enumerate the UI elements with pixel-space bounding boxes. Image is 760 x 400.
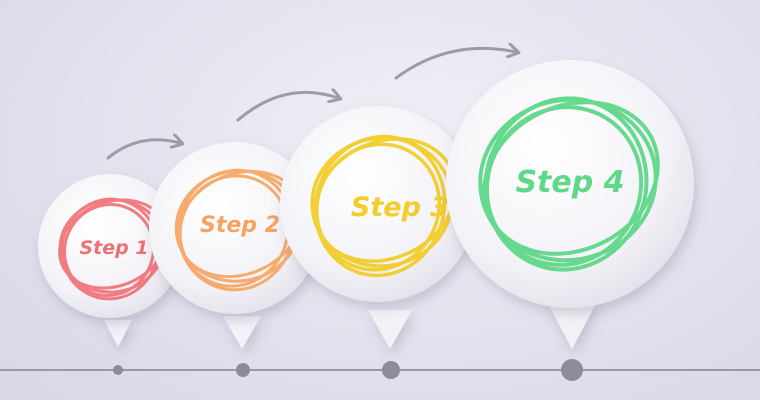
step-4-group: Step 4 (446, 60, 694, 381)
step-1-pointer (104, 320, 132, 347)
step-1-label: Step 1 (79, 237, 148, 259)
step-2-pointer (223, 316, 261, 349)
step-4-scribble (478, 96, 660, 272)
step-3-group: Step 3 (280, 106, 476, 379)
step-4-label: Step 4 (515, 165, 624, 200)
step-3-label: Step 3 (351, 192, 449, 223)
step-2-node (236, 363, 250, 377)
step-3-pointer (368, 310, 412, 349)
step-1-node (113, 365, 123, 375)
arrow-1-to-2 (106, 140, 180, 160)
arrow-3-to-4 (394, 48, 516, 80)
step-2-label: Step 2 (200, 213, 280, 238)
step-3-node (382, 361, 400, 379)
step-4-node (561, 359, 583, 381)
step-4-pointer (546, 300, 598, 349)
arrow-2-to-3 (236, 92, 338, 122)
step-2-group: Step 2 (149, 142, 321, 377)
